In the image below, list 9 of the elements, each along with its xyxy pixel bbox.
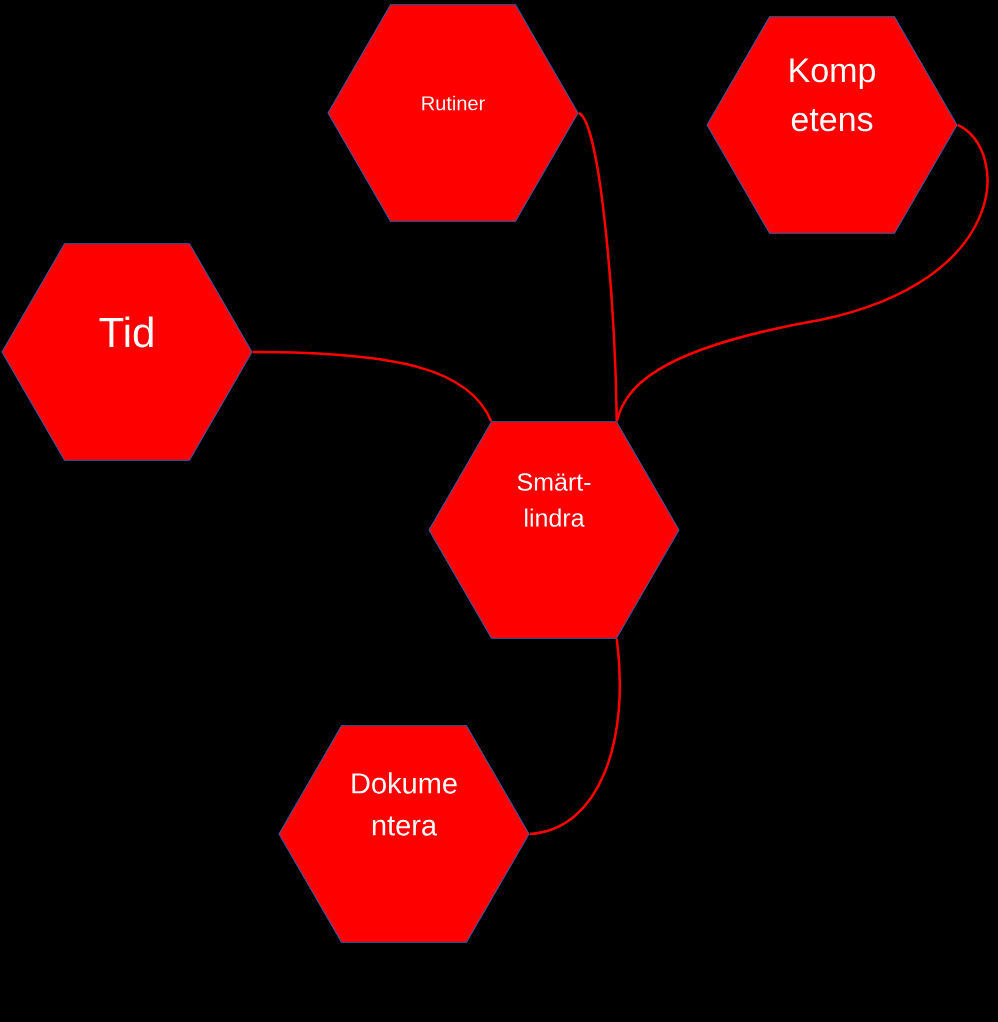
hexagon: Komp etens: [706, 16, 958, 234]
connector-line: [529, 638, 621, 836]
connector-line: [615, 123, 989, 422]
connector-line: [252, 350, 493, 422]
hexagon: Dokume ntera: [278, 725, 530, 943]
connector-line: [577, 112, 619, 422]
hexagon: Tid: [1, 243, 253, 461]
hexagon: Smärt- lindra: [428, 421, 680, 639]
hexagon: Rutiner: [327, 4, 579, 222]
